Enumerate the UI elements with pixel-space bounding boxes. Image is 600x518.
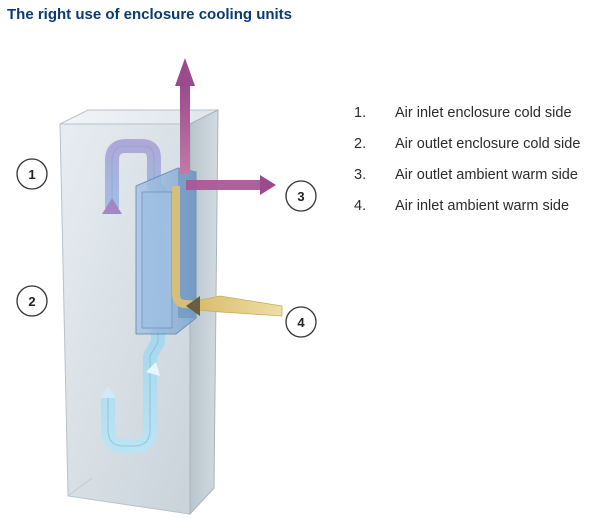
legend-text: Air outlet enclosure cold side — [395, 136, 581, 152]
callout-4-label: 4 — [297, 315, 305, 330]
legend-text: Air inlet enclosure cold side — [395, 105, 572, 121]
page-title: The right use of enclosure cooling units — [7, 6, 293, 23]
callout-2: 2 — [16, 285, 48, 317]
warm-air-flow — [175, 58, 276, 195]
cooling-unit — [135, 167, 197, 335]
legend-text: Air inlet ambient warm side — [395, 198, 570, 214]
legend-text: Air outlet ambient warm side — [395, 167, 578, 183]
callout-2-label: 2 — [28, 294, 35, 309]
legend-number: 2. — [354, 136, 367, 152]
legend-number: 4. — [354, 198, 367, 214]
legend-number: 3. — [354, 167, 367, 183]
legend-number: 1. — [354, 105, 367, 121]
callout-1-label: 1 — [28, 167, 35, 182]
callout-3: 3 — [285, 180, 317, 212]
callout-1: 1 — [16, 158, 48, 190]
callout-4: 4 — [285, 306, 317, 338]
callout-3-label: 3 — [297, 189, 304, 204]
ambient-air-flow — [172, 186, 283, 317]
